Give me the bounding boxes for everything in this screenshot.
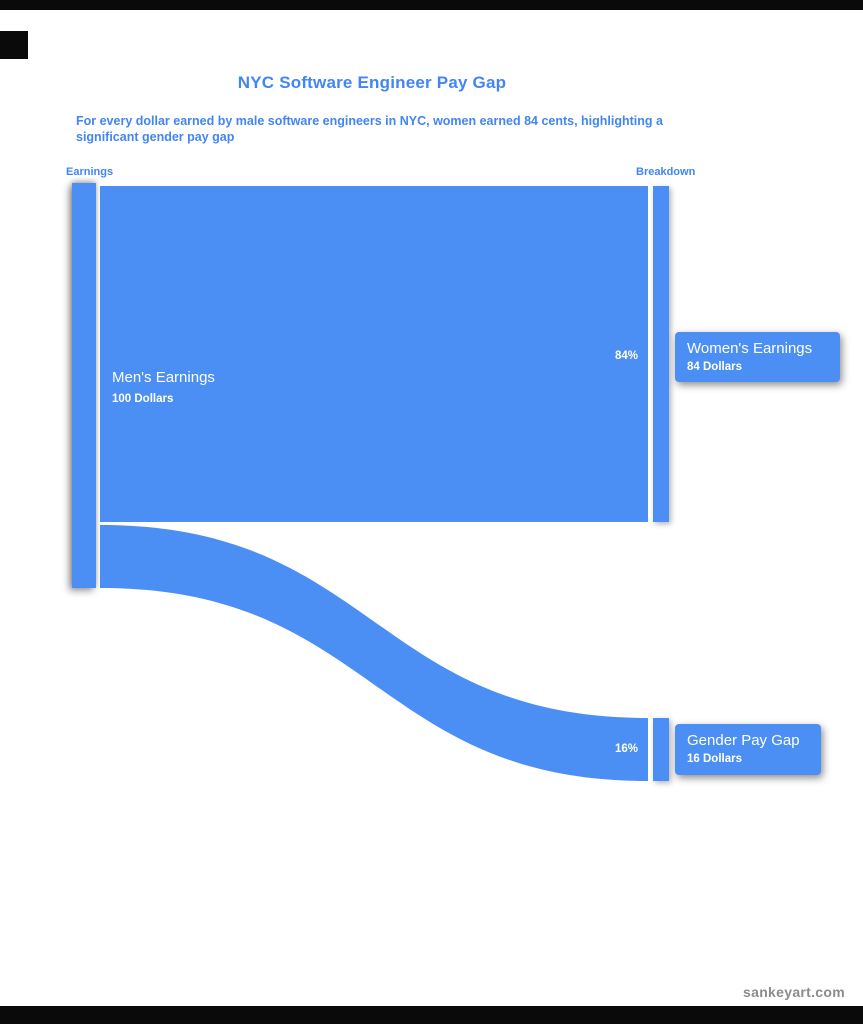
source-node-name: Men's Earnings — [112, 369, 215, 386]
transparent-corner-artifact — [0, 31, 28, 59]
link-percent-gap: 16% — [614, 743, 638, 755]
sankey-link-mens-to-womens — [100, 186, 648, 522]
watermark: sankeyart.com — [743, 984, 845, 1000]
sankey-node-gender-pay-gap — [653, 718, 669, 781]
label-box-womens-earnings: Women's Earnings 84 Dollars — [675, 332, 840, 382]
womens-earnings-name: Women's Earnings — [687, 340, 813, 357]
gender-pay-gap-name: Gender Pay Gap — [687, 732, 800, 749]
sankey-node-mens-earnings — [72, 183, 96, 588]
gender-pay-gap-value: 16 Dollars — [687, 753, 742, 765]
label-box-gender-pay-gap: Gender Pay Gap 16 Dollars — [675, 724, 821, 775]
transparent-margin-top — [0, 0, 863, 10]
page-title: NYC Software Engineer Pay Gap — [237, 73, 507, 92]
column-header-left: Earnings — [66, 166, 114, 178]
source-node-label: Men's Earnings 100 Dollars — [112, 369, 215, 405]
chart-subtitle: For every dollar earned by male software… — [76, 114, 663, 144]
sankey-link-mens-to-gap — [100, 525, 648, 781]
source-node-value: 100 Dollars — [112, 393, 174, 405]
womens-earnings-value: 84 Dollars — [687, 361, 742, 373]
sankey-link-gap-path — [100, 525, 648, 781]
transparent-margin-bottom — [0, 1006, 863, 1024]
link-percent-women: 84% — [614, 350, 638, 362]
sankey-node-womens-earnings — [653, 186, 669, 522]
column-header-right: Breakdown — [636, 166, 696, 178]
